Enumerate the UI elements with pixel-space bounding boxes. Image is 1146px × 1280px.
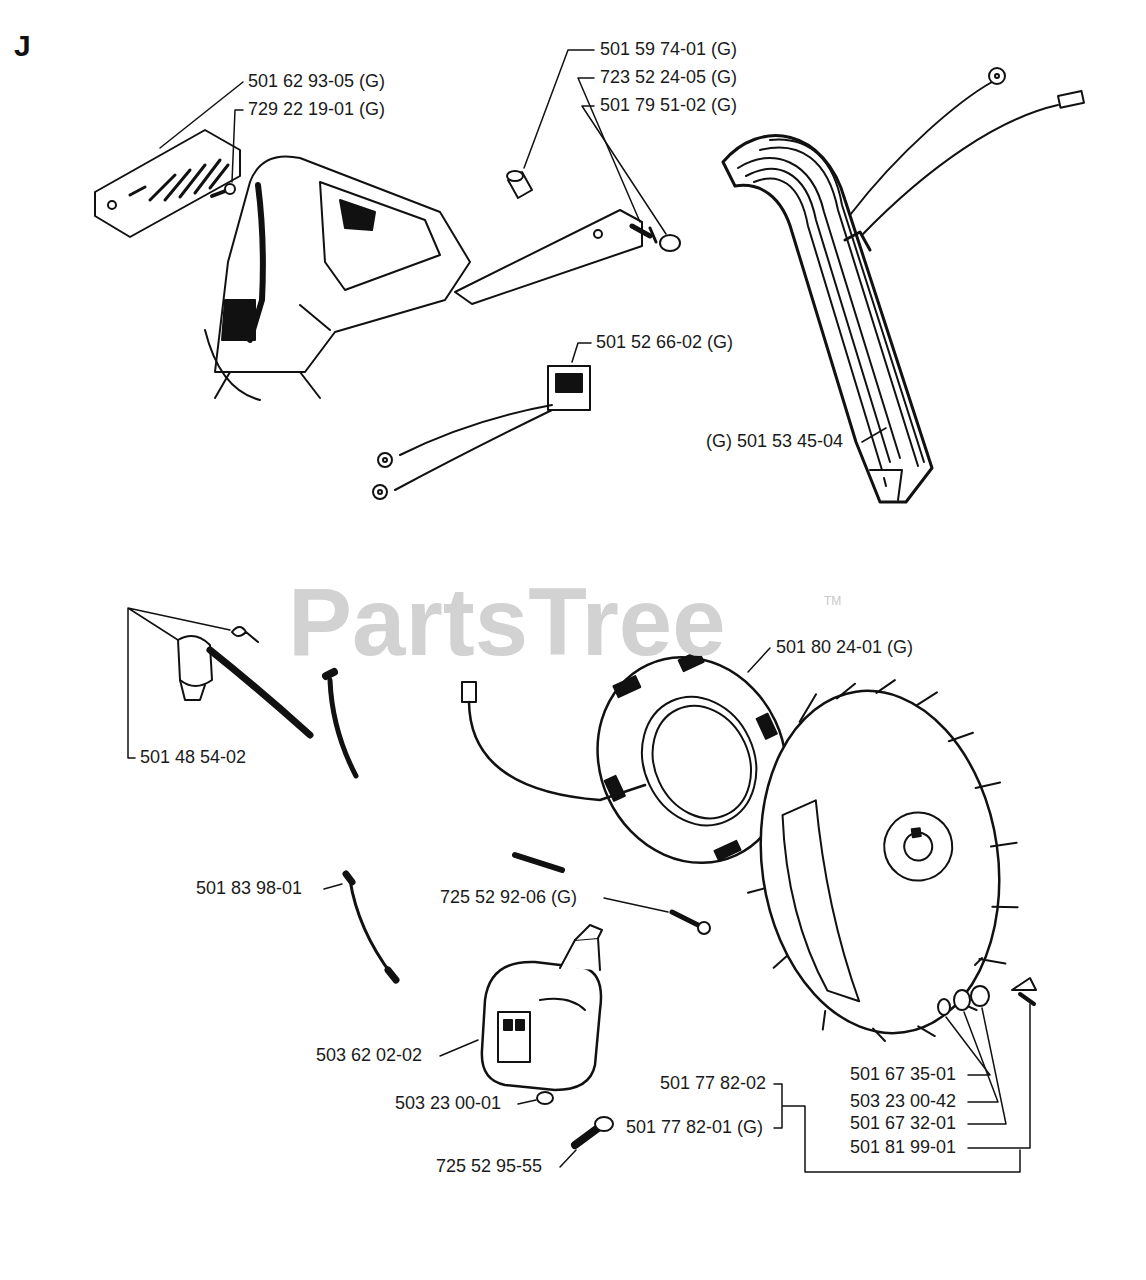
plug-cap — [660, 235, 680, 251]
part-number: 501 52 66-02 (G) — [596, 333, 733, 353]
ignition-coil — [482, 925, 602, 1090]
spacer-sleeve — [507, 171, 532, 198]
washer — [537, 1092, 553, 1104]
part-number: 723 52 24-05 (G) — [600, 68, 737, 88]
part-number: 501 67 32-01 — [850, 1114, 956, 1134]
watermark: PartsTree — [288, 569, 726, 675]
ignition-lead — [326, 672, 396, 980]
part-number: 501 48 54-02 — [140, 748, 246, 768]
part-number: 503 62 02-02 — [316, 1046, 422, 1066]
part-number: 501 83 98-01 — [196, 879, 302, 899]
handle-housing — [205, 156, 470, 400]
switch-screw — [632, 226, 656, 242]
part-number: (G) 501 53 45-04 — [706, 432, 843, 452]
part-number: 503 23 00-42 — [850, 1092, 956, 1112]
part-number: 501 59 74-01 (G) — [600, 40, 737, 60]
part-number: 501 81 99-01 — [850, 1138, 956, 1158]
flywheel-nut — [938, 958, 1036, 1015]
part-number: 501 62 93-05 (G) — [248, 72, 385, 92]
flywheel — [721, 665, 1041, 1059]
leader-lines — [128, 50, 1030, 1172]
part-number: 725 52 95-55 — [436, 1157, 542, 1177]
cover-plate — [95, 130, 240, 237]
figure-letter: J — [14, 29, 31, 62]
part-number: 501 77 82-02 — [660, 1074, 766, 1094]
part-number: 503 23 00-01 — [395, 1094, 501, 1114]
part-number: 725 52 92-06 (G) — [440, 888, 577, 908]
coil-screw — [575, 1117, 613, 1145]
switch-plate — [455, 210, 642, 304]
watermark-mark: TM — [824, 595, 841, 608]
part-number: 501 77 82-01 (G) — [626, 1118, 763, 1138]
stator-screw — [672, 912, 710, 934]
part-number: 501 67 35-01 — [850, 1065, 956, 1085]
cover-screw — [212, 184, 235, 196]
stop-switch — [373, 366, 590, 499]
part-number: 729 22 19-01 (G) — [248, 100, 385, 120]
part-number: 501 80 24-01 (G) — [776, 638, 913, 658]
part-number: 501 79 51-02 (G) — [600, 96, 737, 116]
